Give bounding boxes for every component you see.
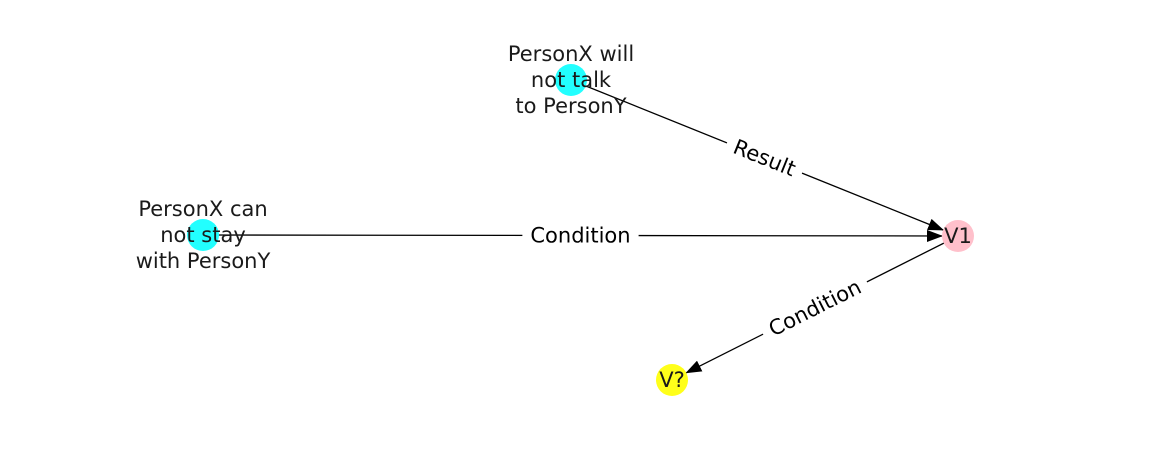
node-circle-vq: [656, 364, 688, 396]
edge-label-group-condition-1: Condition: [522, 221, 639, 250]
edge-label-condition-1: Condition: [530, 223, 630, 247]
edge-label-background: [522, 221, 639, 250]
node-label-line: PersonX can: [138, 197, 267, 221]
node-circle-x-will: [555, 64, 587, 96]
edge-label-background: [721, 129, 808, 187]
node-label-line: not stay: [160, 223, 246, 247]
node-label-line: PersonX will: [508, 42, 634, 66]
node-label-line: with PersonY: [136, 249, 271, 273]
edge-label-background: [756, 269, 874, 347]
node-label-line: to PersonY: [515, 94, 626, 118]
node-circle-x-can: [187, 219, 219, 251]
node-circle-v1: [942, 220, 974, 252]
nodes-layer: [187, 64, 974, 396]
edge-label-group-condition-2: Condition: [756, 269, 874, 347]
edge-label-group-result: Result: [721, 129, 808, 187]
node-label-line: V?: [659, 368, 685, 392]
edge-label-result: Result: [730, 135, 799, 182]
node-label-vq: V?: [659, 368, 685, 392]
node-label-line: not talk: [531, 68, 612, 92]
node-label-v1: V1: [944, 224, 972, 248]
edge-label-condition-2: Condition: [765, 275, 865, 342]
node-label-line: V1: [944, 224, 972, 248]
